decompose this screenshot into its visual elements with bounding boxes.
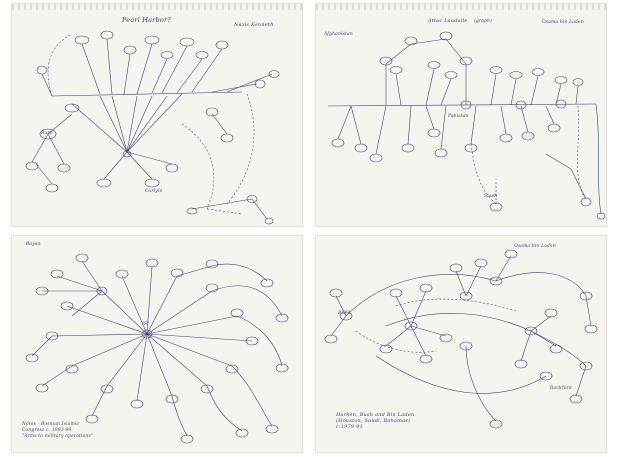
node-label: Carlyle — [145, 189, 162, 194]
drawing-sheet-1: Pearl Harbor? Nazis Kenneth Bush Carlyle — [12, 4, 302, 226]
sheet-label: Nazis Kenneth — [234, 22, 274, 28]
node-label: ISI — [142, 322, 149, 327]
node-label: Pakistan — [448, 114, 469, 119]
sheet-label: Osama bin Laden — [542, 20, 584, 25]
sheet-label: (graph) — [474, 19, 492, 24]
node-label: Bush — [41, 131, 53, 136]
sheet-note: Harken, Bush and Bin Laden (Houston, Sau… — [336, 412, 414, 430]
sheet-label: Afghanistan — [324, 32, 353, 37]
drawing-sheet-4: Osama bin Laden BCCI Rockford Harken, Bu… — [316, 236, 606, 452]
node-label: Rockford — [550, 386, 572, 391]
sheet-title: Pearl Harbor? — [122, 16, 171, 24]
sheet-label: Osama bin Laden — [514, 244, 556, 249]
sheet-label: Bayan — [26, 242, 41, 247]
sheet-title: Attac Laudalle — [428, 18, 468, 24]
drawing-sheet-3: Bayan ISI Notes - Bosnian Islamic Congre… — [12, 236, 302, 452]
network-diagram-3 — [12, 236, 302, 452]
sheet-note: Notes - Bosnian Islamic Congress c. 1993… — [22, 422, 93, 440]
drawing-sheet-2: Attac Laudalle (graph) Osama bin Laden A… — [316, 4, 606, 226]
node-label: Saudi — [484, 194, 498, 199]
node-label: BCCI — [338, 311, 351, 316]
